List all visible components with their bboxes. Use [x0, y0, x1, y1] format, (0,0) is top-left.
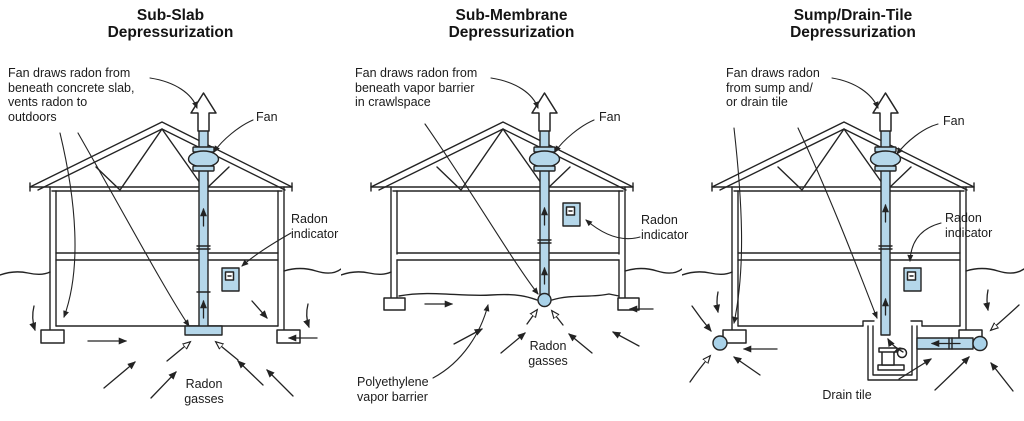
drain-tile-pipe	[712, 335, 988, 353]
suction-point	[537, 292, 552, 308]
main-floor	[396, 252, 620, 261]
drain-tile-right	[972, 335, 988, 352]
fan-icon	[192, 165, 215, 172]
vent-up-arrow-icon	[872, 92, 899, 132]
walls	[49, 186, 285, 331]
callout-label: Fan draws radon from beneath vapor barri…	[355, 66, 478, 109]
ground-left	[682, 271, 733, 276]
panel-title: Sub-Membrane Depressurization	[448, 7, 575, 41]
vent-pipe	[528, 92, 561, 308]
fan-icon	[533, 165, 556, 172]
gas-flow-arrows	[29, 300, 318, 399]
walls	[731, 186, 967, 331]
leader-lines	[59, 77, 292, 327]
drain-tile-left	[712, 335, 728, 351]
panel-sub-membrane: Sub-Membrane Depressurization Fan draws …	[341, 0, 688, 421]
callout-label: Fan draws radon from sump and/ or drain …	[726, 66, 820, 109]
roof-truss	[777, 128, 912, 191]
radon-indicator-box	[903, 267, 922, 292]
ground-left	[0, 271, 51, 276]
radon-indicator-label: Radon indicator	[641, 213, 689, 242]
radon-indicator-label: Radon indicator	[945, 211, 993, 240]
sub-slab-suction-fitting	[184, 325, 223, 336]
radon-indicator-box	[562, 202, 581, 227]
vent-up-arrow-icon	[531, 92, 558, 132]
vapor-barrier	[398, 292, 620, 301]
footing-right	[276, 329, 301, 344]
gas-flow-arrows	[689, 289, 1020, 392]
fan-icon	[869, 150, 902, 168]
roof-truss	[95, 128, 230, 191]
ground-right	[965, 267, 1024, 274]
ground-right	[283, 267, 341, 274]
leader-lines	[732, 77, 942, 324]
roof-truss	[436, 128, 571, 191]
vapor-barrier-label: Polyethylene vapor barrier	[357, 375, 429, 404]
fan-label: Fan	[943, 114, 965, 128]
ground-right	[624, 267, 682, 274]
fan-label: Fan	[256, 110, 278, 124]
panel-sump-drain-tile: Sump/Drain-Tile Depressurization Fan dra…	[682, 0, 1024, 421]
panel-title: Sump/Drain-Tile Depressurization	[790, 7, 916, 41]
footing-left	[40, 329, 65, 344]
vent-pipe	[869, 92, 902, 336]
sump-drain-tile-drawing	[682, 77, 1024, 392]
walls	[390, 186, 626, 299]
sub-membrane-drawing	[341, 77, 682, 379]
radon-gasses-label: Radon gasses	[528, 339, 568, 368]
footing-left	[383, 297, 406, 311]
radon-gasses-label: Radon gasses	[184, 377, 224, 406]
radon-indicator-box	[221, 267, 240, 292]
house-structure	[0, 121, 341, 344]
footing-right	[617, 297, 640, 311]
house-structure	[341, 121, 682, 311]
sump-pump-icon	[877, 347, 908, 371]
sub-slab-drawing	[0, 77, 341, 399]
house-structure	[682, 121, 1024, 344]
fan-icon	[874, 165, 897, 172]
panel-title: Sub-Slab Depressurization	[107, 7, 234, 41]
vent-pipe	[184, 92, 223, 336]
sump-pit	[862, 320, 923, 381]
drain-tile-label: Drain tile	[822, 388, 872, 402]
radon-indicator-label: Radon indicator	[291, 212, 339, 241]
main-floor	[55, 252, 279, 261]
leader-lines	[424, 77, 641, 379]
fan-icon	[528, 150, 561, 168]
ground-left	[341, 271, 392, 276]
main-floor	[737, 252, 961, 261]
vent-up-arrow-icon	[190, 92, 217, 132]
panel-sub-slab: Sub-Slab Depressurization Fan draws rado…	[0, 0, 341, 421]
callout-label: Fan draws radon from beneath concrete sl…	[8, 66, 135, 124]
fan-icon	[187, 150, 220, 168]
fan-label: Fan	[599, 110, 621, 124]
